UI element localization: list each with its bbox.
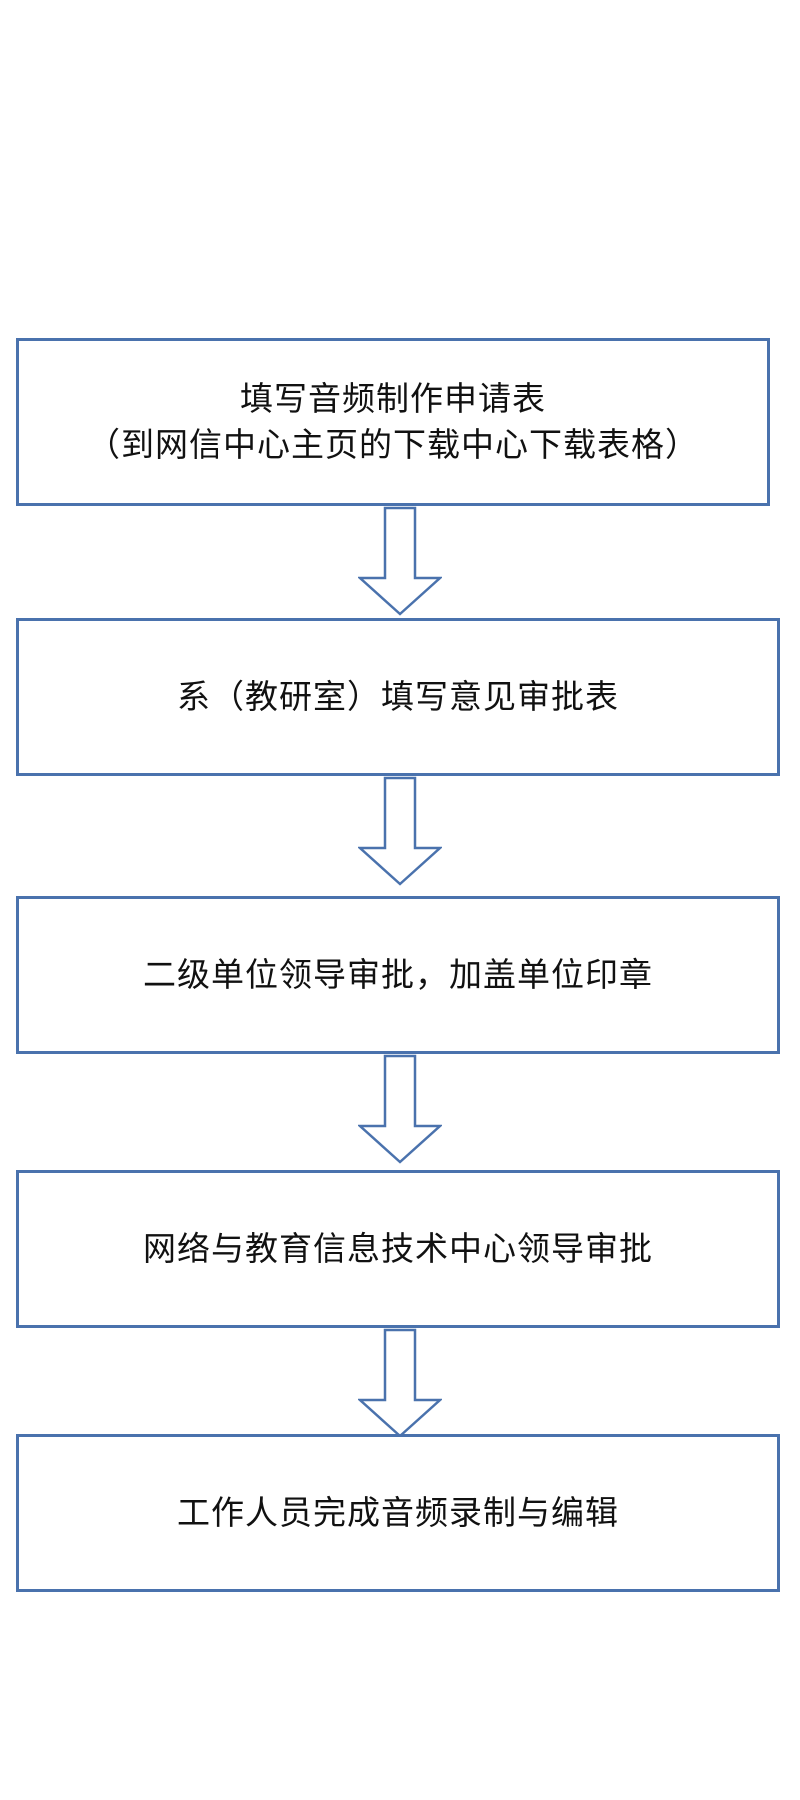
step-box-fill-application-form: 填写音频制作申请表 （到网信中心主页的下载中心下载表格） [16,338,770,506]
step-4-title: 网络与教育信息技术中心领导审批 [143,1228,653,1268]
down-arrow-icon [358,1328,442,1438]
step-box-recording-and-editing: 工作人员完成音频录制与编辑 [16,1434,780,1592]
step-1-title: 填写音频制作申请表 [240,378,546,418]
step-box-secondary-unit-approval: 二级单位领导审批，加盖单位印章 [16,896,780,1054]
down-arrow-icon [358,776,442,886]
step-3-title: 二级单位领导审批，加盖单位印章 [143,954,653,994]
step-1-note: （到网信中心主页的下载中心下载表格） [87,425,699,464]
step-5-title: 工作人员完成音频录制与编辑 [177,1492,619,1532]
step-box-network-center-approval: 网络与教育信息技术中心领导审批 [16,1170,780,1328]
step-2-title: 系（教研室）填写意见审批表 [177,676,619,716]
down-arrow-icon [358,506,442,616]
down-arrow-icon [358,1054,442,1164]
step-box-department-approval-form: 系（教研室）填写意见审批表 [16,618,780,776]
